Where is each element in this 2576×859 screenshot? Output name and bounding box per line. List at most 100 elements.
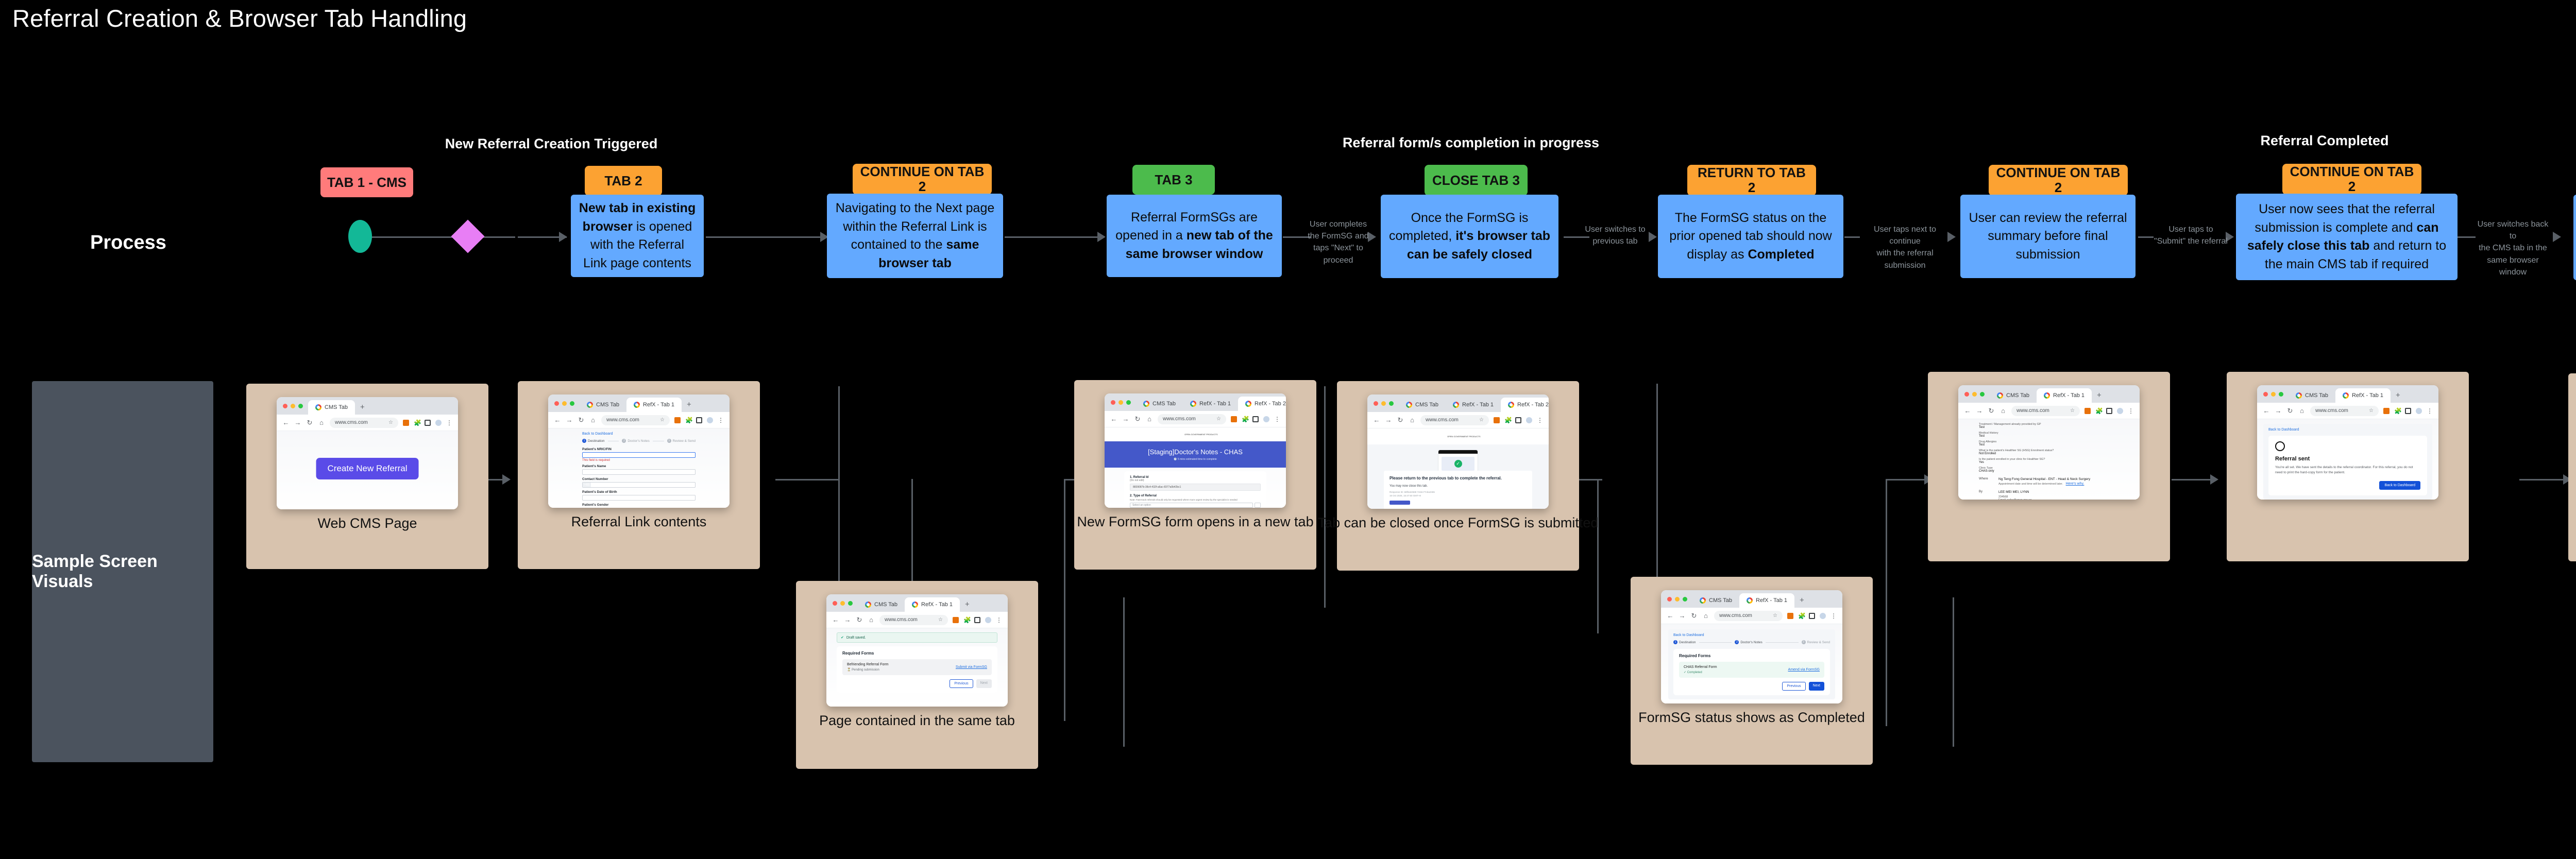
minimize-window-dot[interactable] <box>562 401 567 406</box>
window-controls[interactable] <box>1109 393 1136 411</box>
address-bar[interactable]: www.cms.com ☆ <box>601 415 670 425</box>
home-icon[interactable]: ⌂ <box>869 616 873 624</box>
puzzle-extensions-icon[interactable]: 🧩 <box>963 616 971 624</box>
kebab-menu-icon[interactable]: ⋮ <box>1831 612 1837 620</box>
address-bar[interactable]: www.cms.com ☆ <box>879 614 948 625</box>
forward-icon[interactable]: → <box>1122 415 1129 423</box>
extension-icon[interactable] <box>953 616 959 623</box>
minimize-window-dot[interactable] <box>1675 596 1680 602</box>
close-window-dot[interactable] <box>1374 401 1378 406</box>
back-icon[interactable]: ← <box>2263 407 2270 415</box>
window-controls[interactable] <box>1665 590 1692 608</box>
thanks-action-button[interactable] <box>1389 500 1410 505</box>
back-icon[interactable]: ← <box>832 616 839 624</box>
browser-tab-refx1[interactable]: RefX - Tab 1 <box>626 398 682 412</box>
reload-icon[interactable]: ↻ <box>1397 416 1403 424</box>
new-tab-button[interactable]: + <box>2396 391 2400 400</box>
forward-icon[interactable]: → <box>1679 612 1686 620</box>
new-tab-button[interactable]: + <box>360 403 365 411</box>
browser-tab-cms[interactable]: CMS Tab <box>1990 388 2037 403</box>
previous-button[interactable]: Previous <box>1782 682 1806 691</box>
next-button[interactable]: Next <box>1808 682 1824 691</box>
back-icon[interactable]: ← <box>1373 416 1380 424</box>
kebab-menu-icon[interactable]: ⋮ <box>1274 415 1280 423</box>
minimize-window-dot[interactable] <box>1381 401 1386 406</box>
back-icon[interactable]: ← <box>1110 415 1117 423</box>
next-button[interactable]: Next <box>976 679 992 688</box>
reload-icon[interactable]: ↻ <box>307 418 313 426</box>
reload-icon[interactable]: ↻ <box>1134 415 1141 423</box>
browser-tab-cms[interactable]: CMS Tab <box>580 398 626 412</box>
maximize-window-dot[interactable] <box>1980 391 1985 397</box>
browser-tab-cms[interactable]: CMS Tab <box>858 597 905 612</box>
create-new-referral-button[interactable]: Create New Referral <box>316 457 419 479</box>
maximize-window-dot[interactable] <box>848 600 853 606</box>
browser-tab-refx2[interactable]: RefX - Tab 2 <box>1501 398 1549 412</box>
tab-chip-8[interactable]: CONTINUE ON TAB 2 <box>2282 164 2421 195</box>
close-window-dot[interactable] <box>2263 391 2268 397</box>
close-window-dot[interactable] <box>283 403 287 408</box>
puzzle-extensions-icon[interactable]: 🧩 <box>414 419 421 426</box>
reload-icon[interactable]: ↻ <box>1988 406 1994 415</box>
maximize-window-dot[interactable] <box>1126 400 1131 405</box>
submit-via-formsg-link[interactable]: Submit via FormSG <box>955 665 987 669</box>
back-to-dashboard-button[interactable]: Back to Dashboard <box>2379 480 2420 490</box>
tab-chip-3[interactable]: CONTINUE ON TAB 2 <box>853 164 992 195</box>
step-2[interactable]: 2 Doctor's Notes <box>1735 640 1762 644</box>
side-panel-icon[interactable] <box>1515 417 1521 423</box>
bookmark-star-icon[interactable]: ☆ <box>1773 613 1777 619</box>
step-1[interactable]: 1 Destination <box>582 439 605 443</box>
back-icon[interactable]: ← <box>1964 407 1971 415</box>
maximize-window-dot[interactable] <box>570 401 574 406</box>
avatar[interactable] <box>707 417 713 423</box>
back-to-dashboard-link[interactable]: Back to Dashboard <box>2268 428 2299 432</box>
step-3[interactable]: 3 Review & Send <box>1801 640 1830 644</box>
bookmark-star-icon[interactable]: ☆ <box>938 617 943 623</box>
reload-icon[interactable]: ↻ <box>1691 611 1697 620</box>
home-icon[interactable]: ⌂ <box>1147 415 1151 423</box>
tab-chip-1[interactable]: TAB 1 - CMS <box>320 167 413 197</box>
bookmark-star-icon[interactable]: ☆ <box>1479 417 1484 423</box>
close-window-dot[interactable] <box>554 401 559 406</box>
new-tab-button[interactable]: + <box>2097 391 2102 400</box>
forward-icon[interactable]: → <box>844 616 851 624</box>
address-bar[interactable]: www.cms.com ☆ <box>2310 405 2379 416</box>
tab-chip-5[interactable]: CLOSE TAB 3 <box>1425 165 1528 196</box>
extension-icon[interactable] <box>1787 612 1793 619</box>
bookmark-star-icon[interactable]: ☆ <box>388 420 393 425</box>
extension-icon[interactable] <box>1494 417 1500 423</box>
amend-via-formsg-link[interactable]: Amend via FormSG <box>1788 668 1820 672</box>
type-of-referral-select[interactable]: Select an option <box>1130 503 1253 508</box>
browser-tab-refx1[interactable]: RefX - Tab 1 <box>1739 593 1794 608</box>
window-controls[interactable] <box>552 394 580 412</box>
puzzle-extensions-icon[interactable]: 🧩 <box>1798 612 1806 620</box>
home-icon[interactable]: ⌂ <box>1410 416 1414 424</box>
browser-tab-refx1[interactable]: RefX - Tab 1 <box>905 597 960 612</box>
home-icon[interactable]: ⌂ <box>2001 407 2005 415</box>
home-icon[interactable]: ⌂ <box>1704 612 1708 620</box>
tab-chip-2[interactable]: TAB 2 <box>585 166 662 196</box>
window-controls[interactable] <box>831 594 858 612</box>
puzzle-extensions-icon[interactable]: 🧩 <box>1504 416 1512 424</box>
window-controls[interactable] <box>1371 394 1399 412</box>
side-panel-icon[interactable] <box>2405 407 2411 414</box>
contact-number-input[interactable]: +65 <box>582 482 696 488</box>
browser-tab-refx1[interactable]: RefX - Tab 1 <box>2335 388 2391 403</box>
forward-icon[interactable]: → <box>1385 416 1392 424</box>
new-tab-button[interactable]: + <box>687 400 691 409</box>
close-window-dot[interactable] <box>1964 391 1969 397</box>
minimize-window-dot[interactable] <box>1972 391 1977 397</box>
address-bar[interactable]: www.cms.com ☆ <box>330 417 398 428</box>
avatar[interactable] <box>1526 417 1532 423</box>
dob-input[interactable] <box>582 495 696 501</box>
avatar[interactable] <box>2117 407 2123 414</box>
step-2[interactable]: 2 Doctor's Notes <box>622 439 650 443</box>
puzzle-extensions-icon[interactable]: 🧩 <box>685 416 693 424</box>
tab-chip-4[interactable]: TAB 3 <box>1132 165 1215 195</box>
maximize-window-dot[interactable] <box>1389 401 1394 406</box>
minimize-window-dot[interactable] <box>2271 391 2276 397</box>
maximize-window-dot[interactable] <box>2279 391 2283 397</box>
side-panel-icon[interactable] <box>974 616 980 623</box>
browser-tab-cms[interactable]: CMS Tab <box>1399 398 1446 412</box>
close-window-dot[interactable] <box>1111 400 1115 405</box>
